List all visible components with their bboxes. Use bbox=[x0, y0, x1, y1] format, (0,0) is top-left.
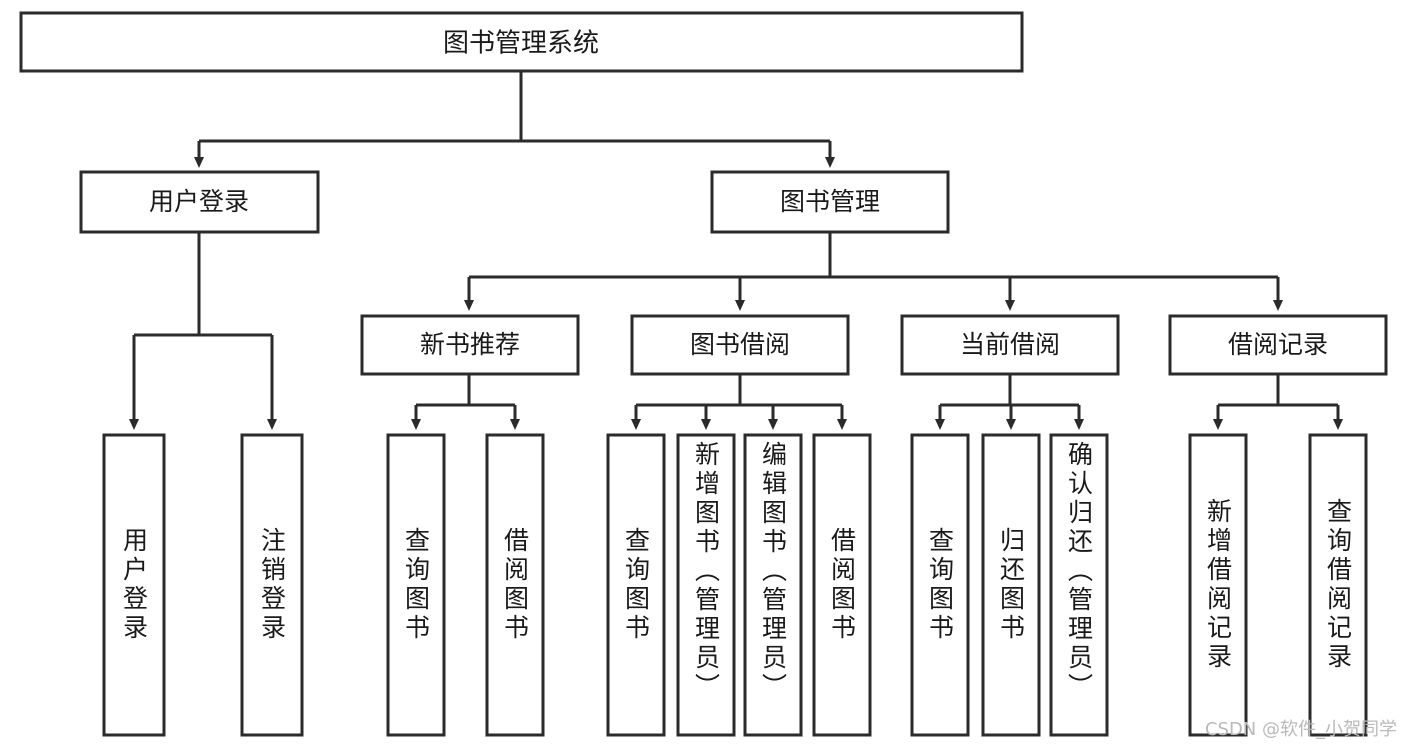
node-label-user-login: 用户登录 bbox=[149, 187, 249, 216]
node-box-leaf-borrow-book-1[interactable] bbox=[485, 433, 545, 737]
node-box-borrow-record[interactable] bbox=[1168, 314, 1388, 376]
node-box-leaf-query-book-1[interactable] bbox=[386, 433, 446, 737]
node-box-root[interactable] bbox=[19, 11, 1024, 73]
node-box-leaf-add-book[interactable] bbox=[676, 433, 736, 737]
node-label-new-book-recommend: 新书推荐 bbox=[420, 330, 520, 359]
edges-layer bbox=[129, 71, 1343, 430]
nodes-layer: 图书管理系统 用户登录 图书管理 新书推荐 图书借阅 当前借阅 借阅记录 bbox=[19, 11, 1388, 737]
node-box-leaf-query-book-3[interactable] bbox=[910, 433, 970, 737]
node-label-current-borrow: 当前借阅 bbox=[960, 330, 1060, 359]
node-label-book-borrow: 图书借阅 bbox=[690, 330, 790, 359]
node-box-book-borrow[interactable] bbox=[630, 314, 850, 376]
node-label-book-manage: 图书管理 bbox=[780, 187, 880, 216]
node-box-leaf-return-book[interactable] bbox=[981, 433, 1041, 737]
node-box-new-book-recommend[interactable] bbox=[360, 314, 580, 376]
node-box-leaf-logout[interactable] bbox=[240, 433, 304, 737]
node-box-user-login[interactable] bbox=[79, 170, 320, 234]
node-box-book-manage[interactable] bbox=[710, 170, 950, 234]
node-label-borrow-record: 借阅记录 bbox=[1228, 330, 1328, 359]
node-box-leaf-query-book-2[interactable] bbox=[606, 433, 666, 737]
node-box-leaf-user-login[interactable] bbox=[102, 433, 166, 737]
node-label-root: 图书管理系统 bbox=[443, 29, 599, 59]
node-box-leaf-add-record[interactable] bbox=[1188, 433, 1248, 737]
node-box-leaf-query-record[interactable] bbox=[1308, 433, 1368, 737]
node-box-leaf-borrow-book-2[interactable] bbox=[812, 433, 872, 737]
node-box-leaf-confirm-return[interactable] bbox=[1049, 433, 1109, 737]
node-box-leaf-edit-book[interactable] bbox=[743, 433, 803, 737]
node-box-current-borrow[interactable] bbox=[900, 314, 1120, 376]
